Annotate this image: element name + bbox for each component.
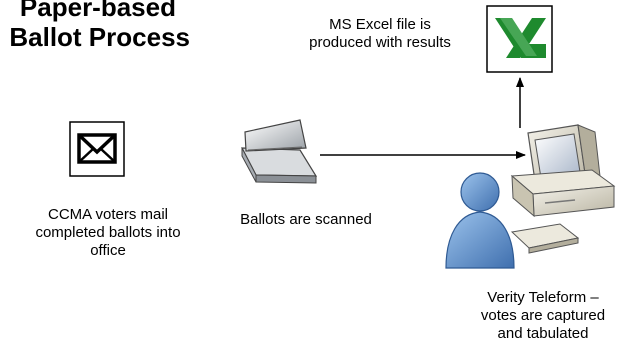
mail-step-label: CCMA voters mail completed ballots into …	[18, 206, 198, 260]
scanner-icon	[240, 119, 318, 184]
capture-step-label: Verity Teleform – votes are captured and…	[458, 289, 628, 343]
diagram-title: Paper-based Ballot Process	[0, 0, 190, 52]
excel-label-line-2: produced with results	[309, 34, 451, 51]
excel-step-label: MS Excel file is produced with results	[280, 16, 480, 52]
title-line-1: Paper-based	[19, 0, 176, 22]
excel-label-line-1: MS Excel file is	[329, 16, 431, 33]
title-line-2: Ballot Process	[9, 22, 190, 52]
scan-step-label: Ballots are scanned	[216, 211, 396, 229]
capture-label-line-3: and tabulated	[497, 325, 589, 342]
computer-user-icon	[445, 124, 616, 269]
capture-label-line-2: votes are captured	[480, 307, 606, 324]
excel-icon	[486, 5, 553, 73]
envelope-icon	[69, 121, 125, 177]
mail-label-line-1: CCMA voters mail	[47, 206, 169, 223]
scan-label-line-1: Ballots are scanned	[240, 211, 372, 228]
mail-label-line-3: office	[90, 242, 126, 259]
capture-label-line-1: Verity Teleform –	[487, 289, 599, 306]
mail-label-line-2: completed ballots into	[35, 224, 181, 241]
